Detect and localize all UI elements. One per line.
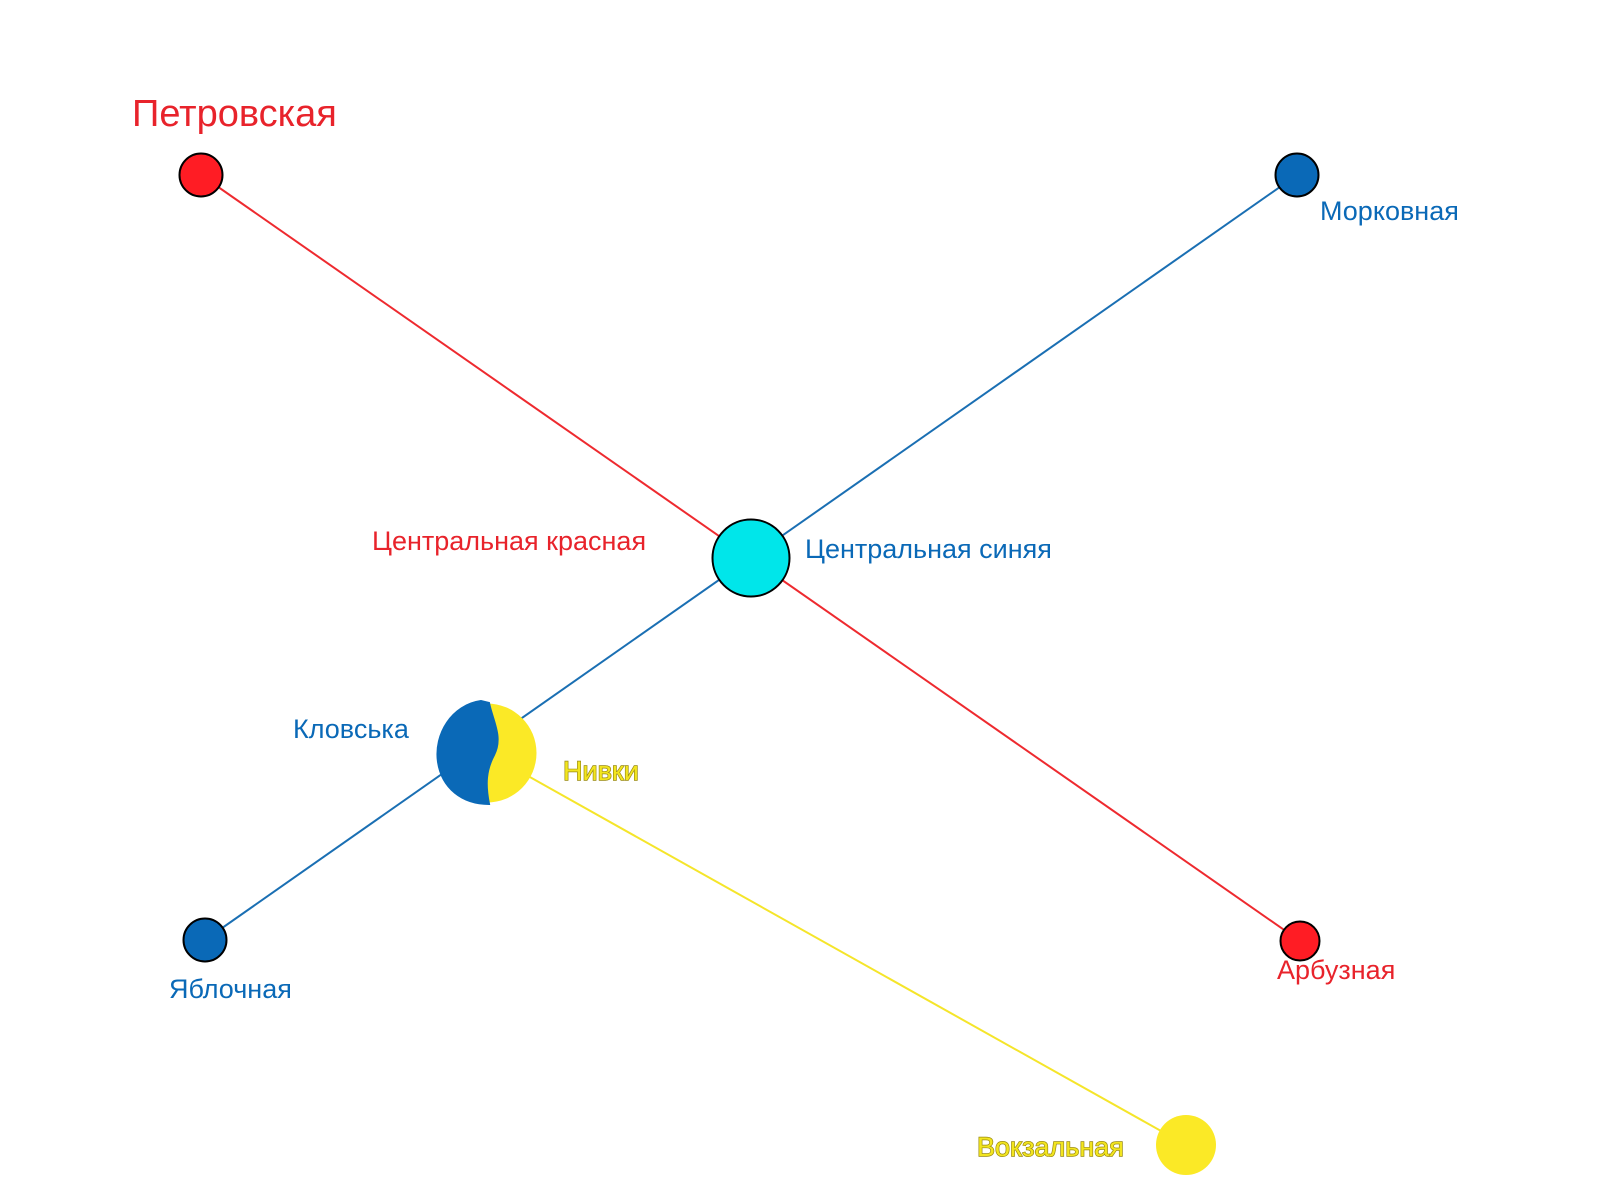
- station-central-transfer[interactable]: [711, 518, 791, 598]
- station-yablochnaya[interactable]: [182, 917, 228, 963]
- station-morkovnaya[interactable]: [1274, 152, 1320, 198]
- station-vokzalnaya[interactable]: [1156, 1115, 1216, 1175]
- label-nivki: Нивки: [563, 756, 639, 786]
- label-centralnaya-krasnaya: Центральная красная: [372, 526, 646, 556]
- station-petrovskaya[interactable]: [178, 152, 224, 198]
- station-arbuznaya[interactable]: [1279, 920, 1321, 962]
- label-vokzalnaya: Вокзальная: [977, 1132, 1124, 1162]
- label-centralnaya-sinyaya: Центральная синяя: [805, 534, 1052, 564]
- label-yablochnaya: Яблочная: [169, 974, 292, 1004]
- yellow-line: [486, 752, 1187, 1146]
- label-petrovskaya: Петровская: [132, 93, 337, 135]
- label-arbuznaya: Арбузная: [1277, 955, 1395, 985]
- station-klovska-nivki-transfer[interactable]: [436, 699, 537, 806]
- label-morkovnaya: Морковная: [1320, 196, 1459, 226]
- station-klovska[interactable]: [436, 699, 499, 806]
- label-klovska: Кловська: [293, 714, 410, 744]
